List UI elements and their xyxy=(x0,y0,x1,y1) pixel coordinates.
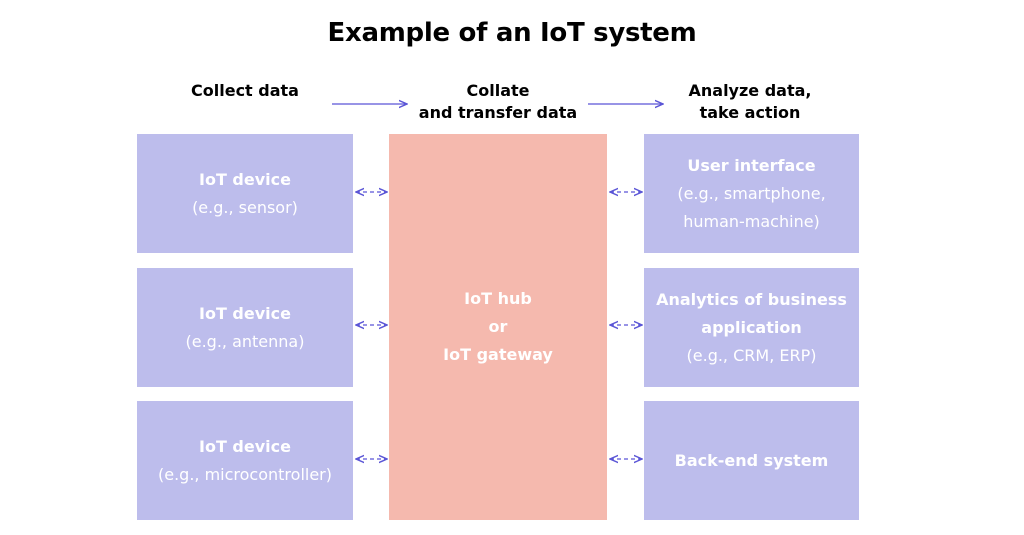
device-box-microcontroller-name: IoT device xyxy=(199,436,291,456)
output-box-user-interface-detail-line2: human-machine) xyxy=(683,211,820,231)
iot-hub-line1: IoT hub xyxy=(464,289,532,308)
output-box-back-end-name: Back-end system xyxy=(674,450,829,470)
column-heading-analyze: Analyze data, take action xyxy=(660,80,840,124)
column-heading-collate-line2: and transfer data xyxy=(418,103,578,122)
iot-hub-box: IoT hub or IoT gateway xyxy=(389,134,607,520)
output-box-analytics-name-line2: application xyxy=(701,317,802,337)
column-heading-collect-text: Collect data xyxy=(191,81,299,100)
output-box-user-interface-name: User interface xyxy=(687,155,816,175)
device-box-antenna-name: IoT device xyxy=(199,303,291,323)
output-box-user-interface: User interface (e.g., smartphone, human-… xyxy=(644,134,859,253)
column-heading-collate-line1: Collate xyxy=(466,81,530,100)
output-box-analytics-name-line1: Analytics of business xyxy=(656,289,847,309)
column-heading-analyze-line1: Analyze data, xyxy=(688,81,812,100)
diagram-title: Example of an IoT system xyxy=(327,18,697,48)
column-heading-collate: Collate and transfer data xyxy=(398,80,598,124)
device-box-sensor-detail: (e.g., sensor) xyxy=(192,197,298,217)
device-box-microcontroller-detail: (e.g., microcontroller) xyxy=(158,464,332,484)
output-box-analytics: Analytics of business application (e.g.,… xyxy=(644,268,859,387)
iot-hub-line3: IoT gateway xyxy=(443,345,553,364)
iot-hub-line2: or xyxy=(488,317,508,336)
output-box-back-end: Back-end system xyxy=(644,401,859,520)
column-heading-analyze-line2: take action xyxy=(699,103,801,122)
device-box-antenna: IoT device (e.g., antenna) xyxy=(137,268,353,387)
device-box-sensor: IoT device (e.g., sensor) xyxy=(137,134,353,253)
output-box-analytics-detail: (e.g., CRM, ERP) xyxy=(686,345,817,365)
column-heading-collect: Collect data xyxy=(170,80,320,102)
device-box-sensor-name: IoT device xyxy=(199,169,291,189)
output-box-user-interface-detail-line1: (e.g., smartphone, xyxy=(677,183,826,203)
device-box-antenna-detail: (e.g., antenna) xyxy=(185,331,305,351)
device-box-microcontroller: IoT device (e.g., microcontroller) xyxy=(137,401,353,520)
